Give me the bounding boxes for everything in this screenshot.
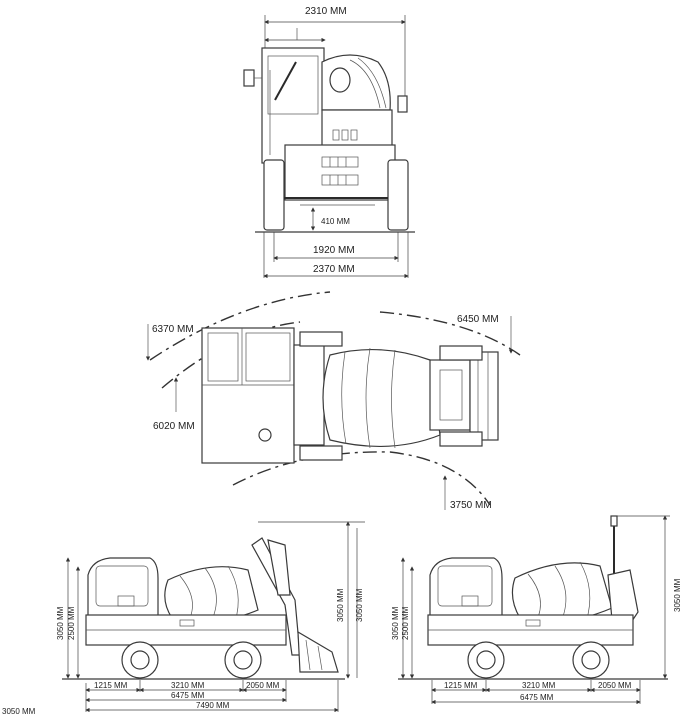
front-wheel-left (263, 159, 285, 231)
side-left-dim-wheelbase: 3210 MM (171, 681, 205, 690)
side-left-wheel-front (121, 641, 159, 679)
top-view: 6370 MM 6020 MM 6450 MM 3750 MM (145, 291, 521, 511)
side-right-height-2: 2500 MM (401, 606, 410, 640)
side-right-wheel-front (467, 641, 505, 679)
side-left-drum (164, 566, 259, 623)
side-left-wheel-rear (224, 641, 262, 679)
arc-outer-right (379, 311, 521, 356)
side-left-height-3b: 3050 MM (355, 588, 364, 622)
front-wheel-right (387, 159, 409, 231)
side-left-height-3: 3050 MM (336, 588, 345, 622)
front-overall-width-label: 2310 MM (305, 6, 347, 17)
top-outer-radius-left-label: 6370 MM (152, 324, 194, 335)
top-outer-radius-right-label: 6450 MM (457, 314, 499, 325)
side-right-dim-total: 6475 MM (520, 693, 554, 702)
top-cab (201, 327, 295, 464)
side-left-height-1: 3050 MM (56, 606, 65, 640)
arc-inner-right (232, 451, 491, 506)
top-drum (322, 348, 441, 448)
side-right-wheel-rear (572, 641, 610, 679)
side-left-dim-front: 1215 MM (94, 681, 128, 690)
side-view-right: 3050 MM 2500 MM 3050 MM (391, 515, 682, 705)
top-inner-radius-left-label: 6020 MM (153, 421, 195, 432)
front-track-width-label: 1920 MM (313, 245, 355, 256)
side-right-height-1: 3050 MM (391, 606, 400, 640)
side-right-height-3: 3050 MM (673, 578, 682, 612)
side-left-dim-total-bucket: 7490 MM (196, 701, 230, 710)
front-wheel-width-label: 2370 MM (313, 264, 355, 275)
side-right-dim-wheelbase: 3210 MM (522, 681, 556, 690)
side-right-cab (429, 557, 503, 631)
side-left-dim-total: 6475 MM (171, 691, 205, 700)
side-view-left: 3050 MM 2500 MM 3050 MM 3050 MM (56, 521, 365, 713)
corner-label: 3050 MM (2, 707, 36, 716)
side-left-cab (87, 557, 159, 631)
arc-outer-left (149, 291, 331, 361)
top-inner-radius-right-label: 3750 MM (450, 500, 492, 511)
front-ground-clearance-label: 410 MM (321, 217, 350, 226)
side-left-bucket (297, 630, 339, 673)
side-left-height-2: 2500 MM (67, 606, 76, 640)
side-right-dim-rear: 2050 MM (598, 681, 632, 690)
front-view: 2310 MM (243, 6, 415, 279)
side-right-dim-front: 1215 MM (444, 681, 478, 690)
side-left-dim-rear: 2050 MM (246, 681, 280, 690)
side-right-drum (511, 562, 613, 622)
